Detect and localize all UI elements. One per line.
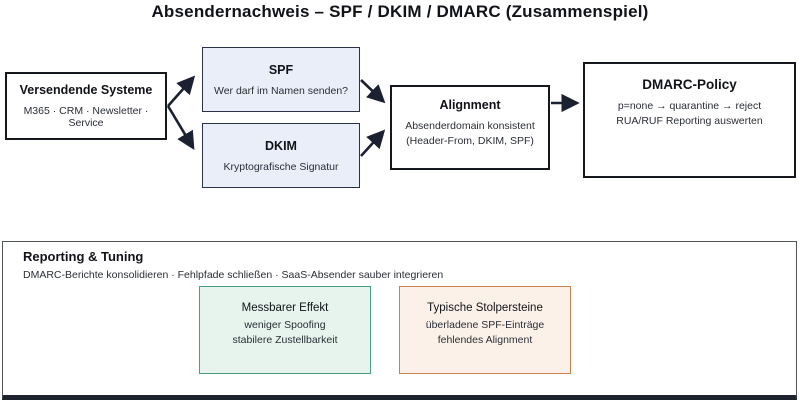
box-dkim: DKIM Kryptografische Signatur	[202, 123, 360, 188]
dmarc-box-line1: p=none → quarantine → reject	[617, 100, 762, 112]
reporting-panel-subtitle: DMARC-Berichte konsolidieren · Fehlpfade…	[23, 269, 444, 281]
effect-box-line1: weniger Spoofing	[244, 319, 326, 331]
dmarc-box-title: DMARC-Policy	[642, 77, 737, 92]
box-typische-stolpersteine: Typische Stolpersteine überladene SPF-Ei…	[399, 286, 571, 374]
reporting-panel-title: Reporting & Tuning	[23, 249, 144, 264]
arrow-sender-to-dkim	[166, 105, 195, 151]
effect-box-title: Messbarer Effekt	[241, 302, 329, 314]
pitfalls-box-line1: überladene SPF-Einträge	[425, 319, 545, 331]
box-spf: SPF Wer darf im Namen senden?	[202, 47, 360, 112]
effect-box-line2: stabilere Zustellbarkeit	[232, 334, 338, 346]
sender-box-subtitle: M365 · CRM · Newsletter · Service	[23, 105, 149, 129]
dkim-box-title: DKIM	[265, 138, 297, 153]
page-title: Absendernachweis – SPF / DKIM / DMARC (Z…	[151, 2, 649, 21]
box-alignment: Alignment Absenderdomain konsistent (Hea…	[390, 85, 550, 170]
dmarc-box-line2: RUA/RUF Reporting auswerten	[616, 115, 763, 127]
spf-box-subtitle: Wer darf im Namen senden?	[213, 84, 349, 97]
arrow-spf-to-alignment	[360, 79, 386, 104]
sender-box-title: Versendende Systeme	[19, 83, 153, 97]
alignment-box-title: Alignment	[439, 98, 501, 112]
reporting-tuning-panel: Reporting & Tuning DMARC-Berichte konsol…	[2, 241, 797, 400]
dkim-box-subtitle: Kryptografische Signatur	[223, 160, 339, 173]
spf-box-title: SPF	[268, 62, 294, 77]
pitfalls-box-title: Typische Stolpersteine	[427, 302, 543, 314]
arrow-dkim-to-alignment	[360, 129, 386, 157]
box-dmarc-policy: DMARC-Policy p=none → quarantine → rejec…	[583, 62, 796, 178]
box-messbarer-effekt: Messbarer Effekt weniger Spoofing stabil…	[199, 286, 371, 374]
alignment-box-line2: (Header-From, DKIM, SPF)	[406, 135, 534, 147]
alignment-box-line1: Absenderdomain konsistent	[405, 120, 535, 132]
pitfalls-box-line2: fehlendes Alignment	[437, 334, 533, 346]
arrow-sender-to-spf	[167, 75, 196, 107]
box-versendende-systeme: Versendende Systeme M365 · CRM · Newslet…	[5, 72, 167, 140]
